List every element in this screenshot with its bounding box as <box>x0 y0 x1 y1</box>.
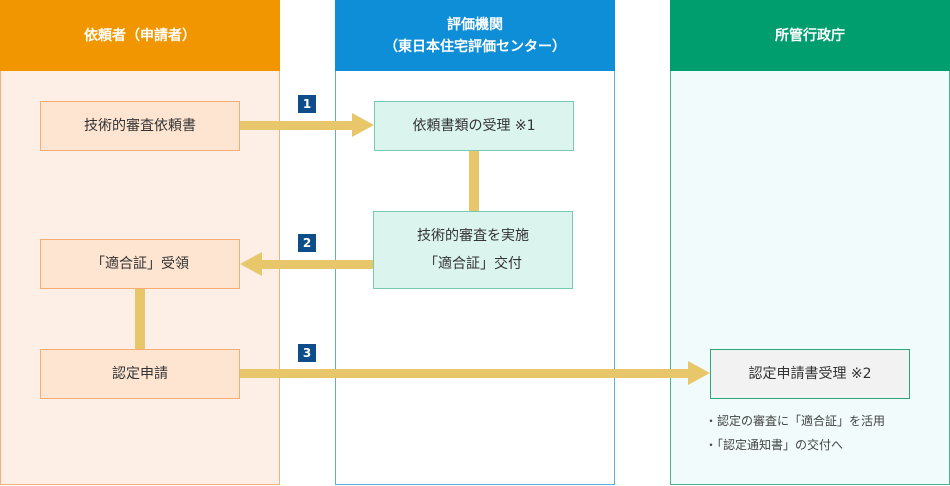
authority-column: 所管行政庁 <box>670 0 950 485</box>
step-1-badge: 1 <box>298 95 316 113</box>
note-item: ・「認定通知書」の交付へ <box>705 438 844 452</box>
arrow-3-shaft <box>240 369 688 378</box>
evaluator-header: 評価機関 （東日本住宅評価センター） <box>335 0 615 71</box>
certification-application-label: 認定申請 <box>112 366 168 382</box>
tech-review-request-box: 技術的審査依頼書 <box>40 101 240 151</box>
tech-review-request-label: 技術的審査依頼書 <box>84 118 196 134</box>
arrow-1-head <box>352 113 374 137</box>
certificate-receipt-label: 「適合証」受領 <box>91 256 189 272</box>
authority-title: 所管行政庁 <box>775 27 845 44</box>
certification-application-box: 認定申請 <box>40 349 240 399</box>
arrow-2-shaft <box>262 260 373 269</box>
certificate-receipt-box: 「適合証」受領 <box>40 239 240 289</box>
application-acceptance-label: 認定申請書受理 ※2 <box>748 366 872 382</box>
document-acceptance-label: 依頼書類の受理 ※1 <box>412 118 536 134</box>
arrow-1-shaft <box>240 121 352 130</box>
evaluator-connector <box>469 150 479 211</box>
requester-connector <box>135 288 145 349</box>
evaluator-title-line1: 評価機関 <box>447 16 503 33</box>
technical-review-line2: 「適合証」交付 <box>424 256 522 272</box>
evaluator-title-line2: （東日本住宅評価センター） <box>384 38 566 55</box>
arrow-3-head <box>688 361 710 385</box>
technical-review-line1: 技術的審査を実施 <box>417 228 529 244</box>
authority-lane <box>670 71 950 485</box>
step-3-badge: 3 <box>298 344 316 362</box>
requester-header: 依頼者（申請者） <box>0 0 280 71</box>
application-acceptance-box: 認定申請書受理 ※2 <box>710 349 910 399</box>
technical-review-box: 技術的審査を実施 「適合証」交付 <box>373 211 573 289</box>
authority-notes: ・認定の審査に「適合証」を活用 ・「認定通知書」の交付へ <box>705 409 885 457</box>
step-2-badge: 2 <box>298 234 316 252</box>
document-acceptance-box: 依頼書類の受理 ※1 <box>374 101 574 151</box>
arrow-2-head <box>240 252 262 276</box>
authority-header: 所管行政庁 <box>670 0 950 71</box>
note-item: ・認定の審査に「適合証」を活用 <box>705 414 886 428</box>
requester-title: 依頼者（申請者） <box>84 27 196 44</box>
